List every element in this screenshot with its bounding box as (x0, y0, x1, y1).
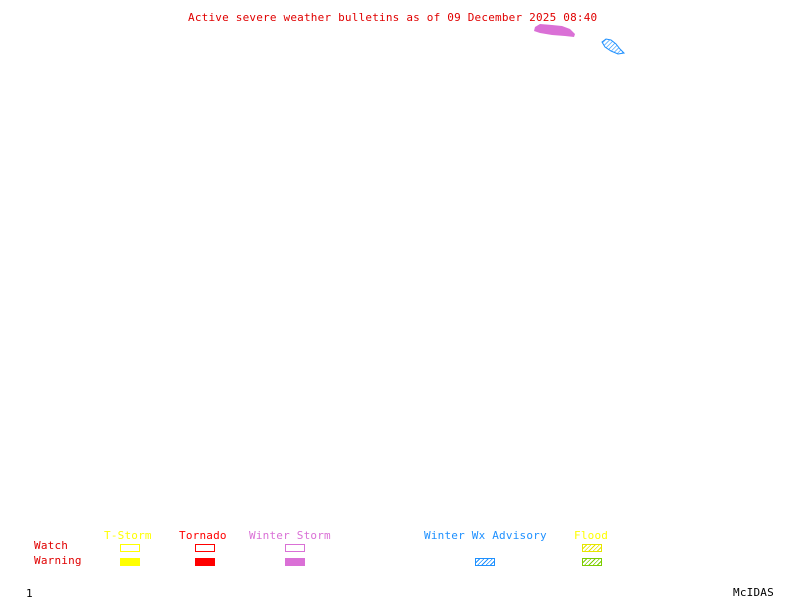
legend-tornado-warning-swatch (195, 558, 215, 566)
legend-flood-watch-swatch (582, 544, 602, 552)
legend-tornado-watch-swatch (195, 544, 215, 552)
frame-number: 1 (26, 587, 33, 600)
legend-flood-warning-swatch (582, 558, 602, 566)
legend-warning-label: Warning (34, 554, 82, 567)
legend-winter-storm-warning-swatch (285, 558, 305, 566)
legend-flood-label: Flood (574, 529, 609, 542)
legend-watch-label: Watch (34, 539, 69, 552)
legend-winter-storm-label: Winter Storm (249, 529, 331, 542)
legend-tornado-label: Tornado (179, 529, 227, 542)
legend-tstorm-warning-swatch (120, 558, 140, 566)
legend-tstorm-watch-swatch (120, 544, 140, 552)
mcidas-brand: McIDAS (733, 586, 774, 599)
legend-winter-wx-advisory-label: Winter Wx Advisory (424, 529, 547, 542)
winter-storm-warning-area (534, 24, 575, 37)
page-title: Active severe weather bulletins as of 09… (188, 11, 598, 24)
legend-winter-wx-advisory-warning-swatch (475, 558, 495, 566)
legend-tstorm-label: T-Storm (104, 529, 152, 542)
winter-wx-advisory-area (601, 38, 626, 55)
legend-winter-storm-watch-swatch (285, 544, 305, 552)
